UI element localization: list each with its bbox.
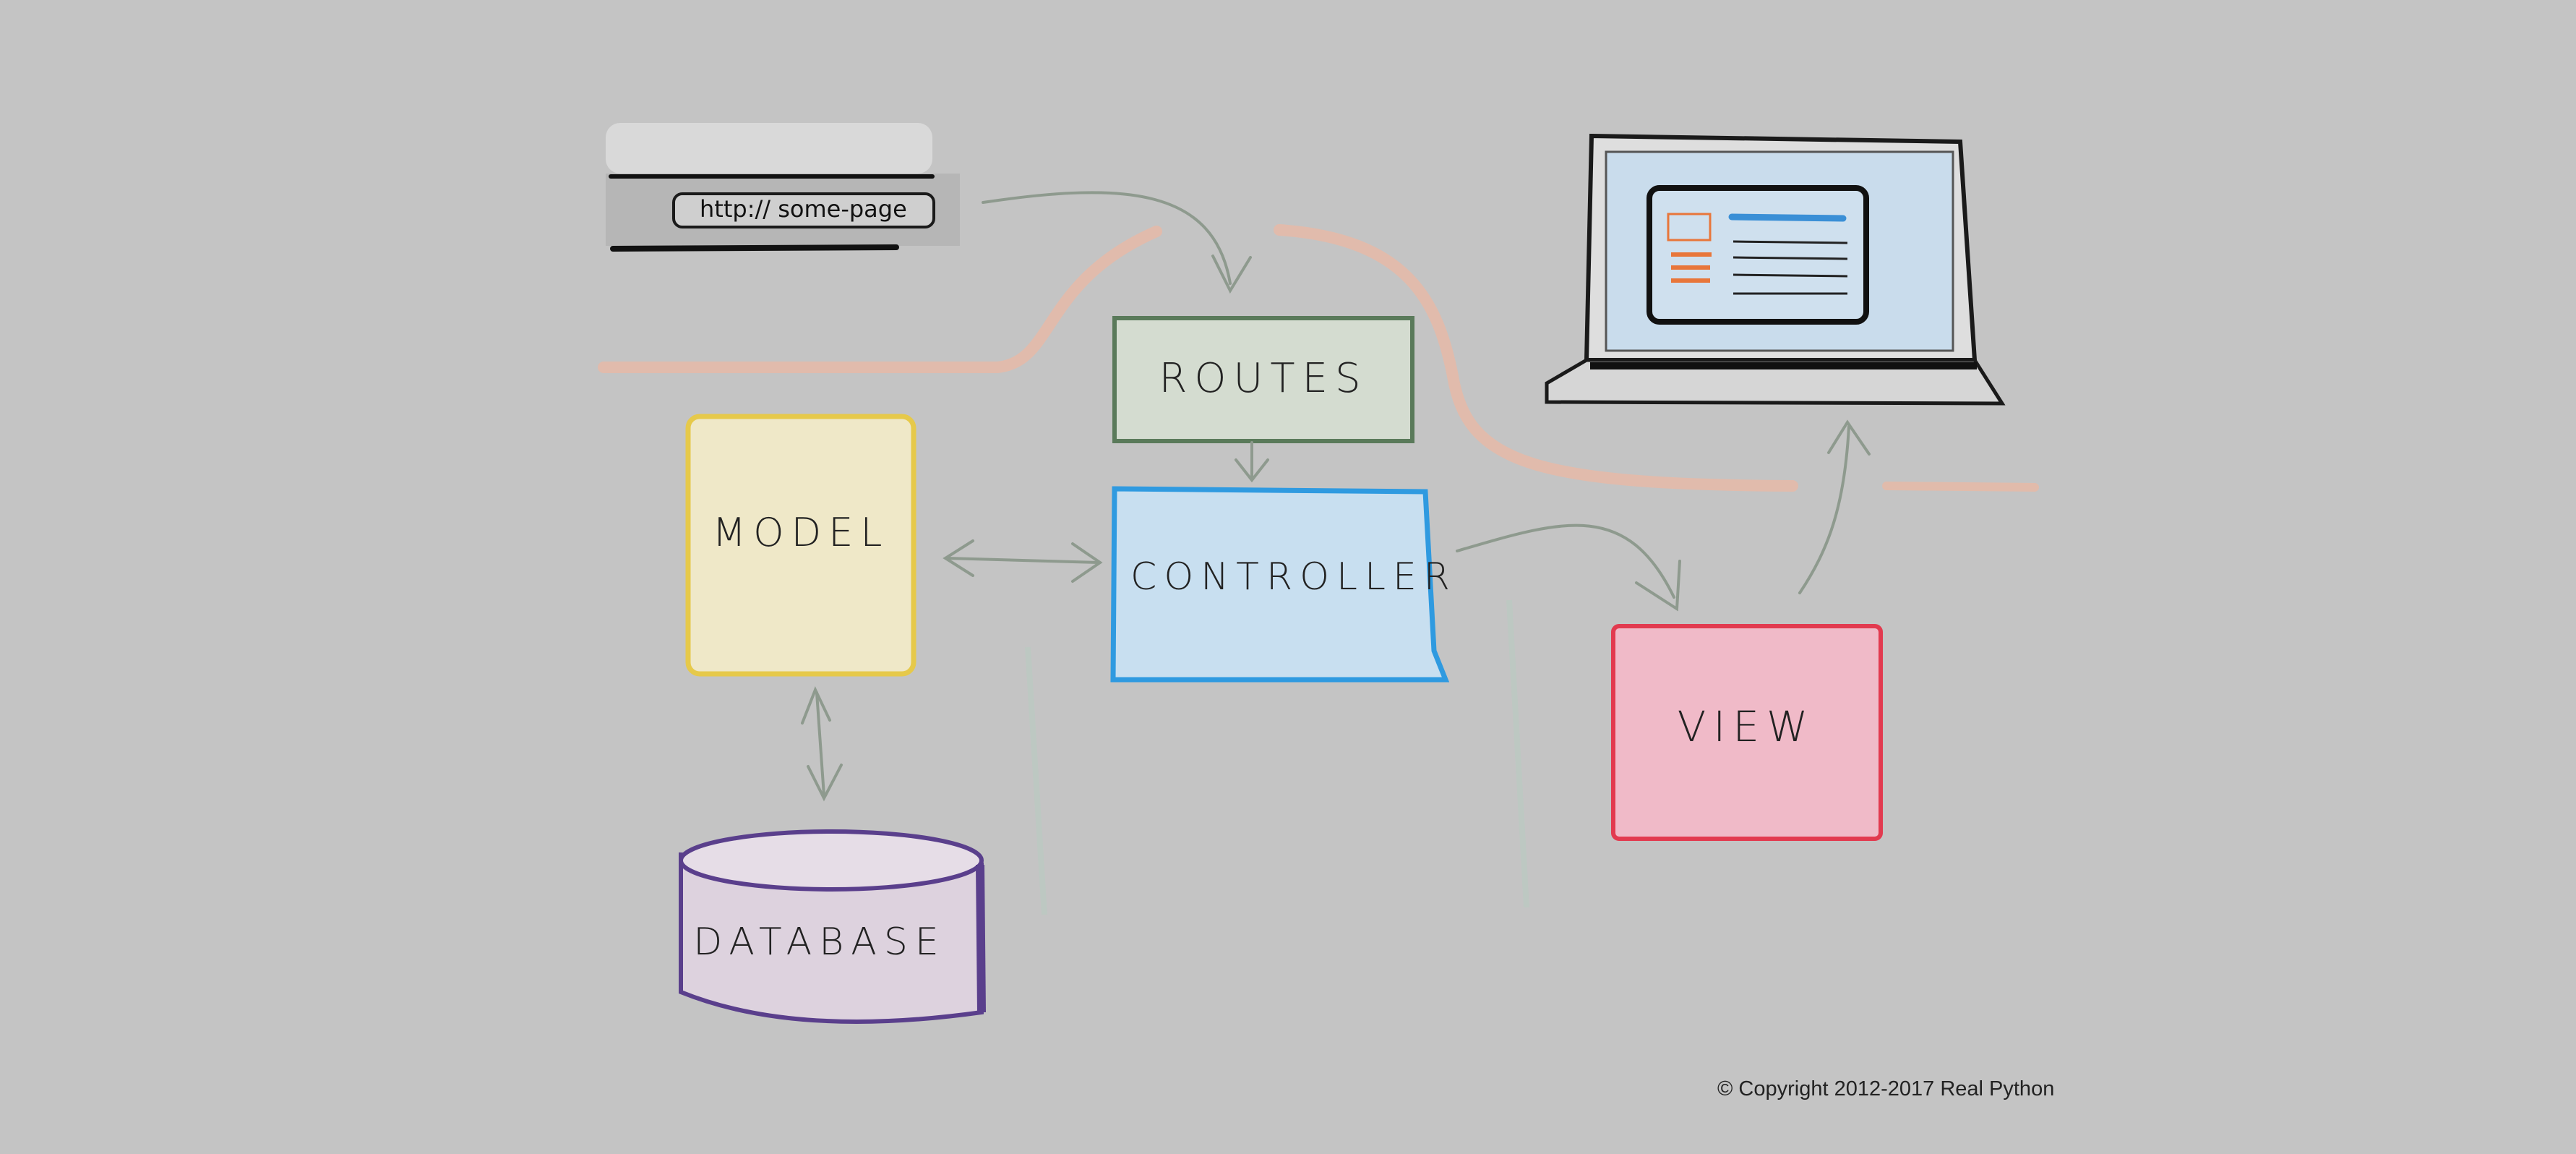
laptop-icon [1545, 133, 2006, 406]
routes-box: ROUTES [1112, 316, 1414, 443]
arrowhead-database-bottom [807, 764, 843, 802]
browser-address-bar: http:// some-page [606, 123, 960, 252]
view-box: VIEW [1611, 624, 1883, 841]
model-label: MODEL [713, 510, 890, 555]
request-swoosh-left [598, 226, 1162, 373]
arrowhead-routes-in [1211, 255, 1252, 294]
controller-box: CONTROLLER [1110, 486, 1457, 683]
arrowhead-view-in [1635, 560, 1681, 612]
arrow-model-database [815, 691, 825, 797]
arrow-controller-to-view [1456, 523, 1675, 599]
laptop-screen-window [1647, 185, 1869, 325]
database-label: DATABASE [693, 920, 945, 964]
faint-vertical-stroke-left [1025, 646, 1047, 915]
faint-vertical-stroke-right [1506, 599, 1529, 908]
arrow-url-to-routes [982, 191, 1232, 285]
arrow-model-controller [945, 557, 1100, 564]
routes-label: ROUTES [1159, 355, 1368, 402]
view-label: VIEW [1678, 702, 1816, 751]
arrowhead-controller-in [1235, 458, 1269, 483]
arrows [801, 191, 1871, 802]
model-box: MODEL [685, 414, 916, 677]
arrowhead-controller-side [1071, 542, 1103, 583]
database-cylinder: DATABASE [679, 829, 986, 1024]
arrow-view-to-laptop [1798, 425, 1850, 594]
url-field [672, 192, 935, 228]
url-text: http:// some-page [700, 195, 907, 223]
request-swoosh-tail [1882, 482, 2039, 492]
arrowhead-laptop-in [1827, 419, 1871, 456]
copyright-text: © Copyright 2012-2017 Real Python [1717, 1077, 2055, 1100]
request-swoosh-right [1274, 224, 1798, 492]
arrowhead-model-side [943, 539, 974, 577]
controller-label: CONTROLLER [1130, 555, 1457, 599]
arrowhead-model-top [801, 685, 831, 725]
